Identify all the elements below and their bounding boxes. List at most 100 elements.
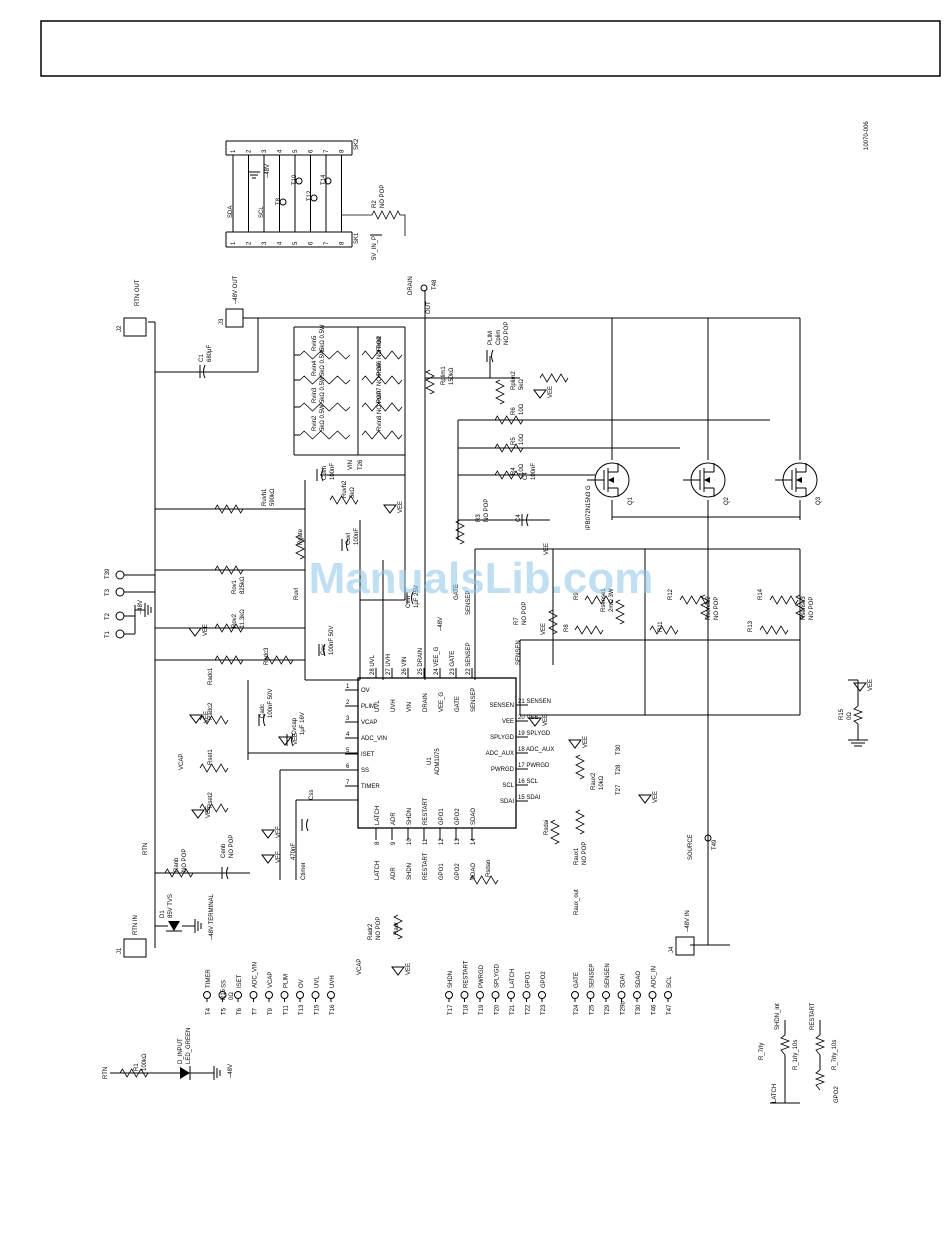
rvin-resistor xyxy=(299,375,351,385)
rvin-label: Rvin6 NO POP xyxy=(377,336,383,376)
cadc_val-value: 100nF 50V xyxy=(268,689,274,718)
tp-t10: T10 xyxy=(292,174,298,185)
raux2_val-value: 10kΩ xyxy=(599,775,605,790)
q2-label: Q2 xyxy=(724,496,730,505)
r4-resistor xyxy=(494,470,524,480)
sk2-pin-number: 2 xyxy=(247,149,253,153)
tp-t12: T12 xyxy=(307,190,313,201)
vee-label: VEE xyxy=(868,679,874,691)
radr2-label: Radr2 xyxy=(368,923,374,940)
nopop-label: NO POP xyxy=(376,917,382,940)
raux1-label: Raux1 xyxy=(574,847,580,865)
r7-label: R7 xyxy=(514,617,520,625)
group1-tp-id: T11 xyxy=(284,1004,290,1015)
rsense1-resistor xyxy=(615,599,625,625)
r11-label: R11 xyxy=(658,621,664,632)
rtn-net: RTN xyxy=(143,843,149,855)
svg-text:–48V: –48V xyxy=(138,600,144,614)
ranb-resistor xyxy=(164,868,194,878)
svg-text:GPO2: GPO2 xyxy=(834,1086,840,1103)
r15-resistor: R15 0Ω xyxy=(839,679,868,747)
group3-tp-id: T46 xyxy=(652,1004,658,1015)
cov_val-value: 100nF 50V xyxy=(329,626,335,655)
group2-tp-net: SPLYGD xyxy=(495,963,501,988)
ic-pin-left-inner: PLIM xyxy=(361,704,375,710)
j1-label: J1 xyxy=(117,947,123,954)
vee-symbol xyxy=(528,717,542,727)
ic-pin-left-inner: ISET xyxy=(361,752,375,758)
group2-tp-net: GPO1 xyxy=(526,971,532,988)
c4-plate xyxy=(526,513,529,527)
r3-label: R3 xyxy=(476,514,482,522)
sk2-pin-number: 6 xyxy=(309,149,315,153)
group2-tp-id: T23 xyxy=(541,1004,547,1015)
r2-note: NO POP xyxy=(380,185,386,208)
rplim1v-resistor xyxy=(425,369,435,395)
ic-pin-bottom-net: RESTART xyxy=(423,852,429,880)
scl-net: SCL xyxy=(259,206,265,218)
sk2-pin-number: 4 xyxy=(278,149,284,153)
rvin-resistor xyxy=(299,430,351,440)
rov1-label: Rov1 xyxy=(232,579,238,594)
cvcap_val-value: 1μF 16V xyxy=(300,712,306,735)
rplim1-label: Rplim1 xyxy=(441,366,447,385)
vee-label: VEE xyxy=(653,791,659,803)
group3-testpoint xyxy=(648,991,657,999)
rtn-in-label: RTN IN xyxy=(133,915,139,935)
vee-label: VEE xyxy=(276,851,282,863)
nopop-label: NO POP xyxy=(522,602,528,625)
rvin-value: 5kΩ 0.5W xyxy=(320,349,326,376)
group3-tp-net: SENSEP xyxy=(590,964,596,988)
sk2-pin-number: 3 xyxy=(262,149,268,153)
ruvh1-label: Ruvh1 xyxy=(262,488,268,506)
ic-pin-bottom-num: 9 xyxy=(391,841,397,845)
rvin-resistor xyxy=(299,402,351,412)
cenb-label: Cenb xyxy=(221,843,227,858)
radc2-resistor xyxy=(199,715,229,725)
vee-label: VEE xyxy=(548,386,554,398)
c1-capacitor: C1 680μF xyxy=(199,345,213,379)
group2-tp-id: T21 xyxy=(510,1004,516,1015)
vee-label: VEE xyxy=(544,543,550,555)
rvin-label: Rvin2 xyxy=(312,415,318,431)
rsdai-label: Rsdai xyxy=(544,820,550,835)
ic-pin-bottom-num: 10 xyxy=(407,838,413,845)
j2-label: J2 xyxy=(117,325,123,332)
group2-tp-id: T17 xyxy=(448,1004,454,1015)
group3-tp-net: SCL xyxy=(667,976,673,988)
group1-tp-net: ADC_VIN xyxy=(253,962,259,988)
raux_out-label: Raux_out xyxy=(574,889,580,915)
rvin-value: 5kΩ 0.5W xyxy=(320,404,326,431)
ic-pin-right-inner: ADC_AUX xyxy=(486,751,514,757)
r12-label: R12 xyxy=(668,588,674,600)
r2-label: R2 xyxy=(372,200,378,208)
ic-pin-left: 6 xyxy=(346,764,350,770)
vin-label: VIN xyxy=(348,460,354,470)
ic-pin-bottom-net: ADR xyxy=(391,867,397,880)
ic-pin-top-inner: VIN xyxy=(407,702,413,712)
group1-tp-id: T9 xyxy=(268,1007,274,1015)
ic-pin-top: 28 UVL xyxy=(370,654,376,675)
watermark: ManualsLib.com xyxy=(309,554,654,603)
rvin-label: Rvin4 xyxy=(312,360,318,376)
group2-tp-net: RESTART xyxy=(464,960,470,988)
nopop-label: NO POP xyxy=(714,597,720,620)
cplim-plate xyxy=(491,349,494,363)
vee-symbol xyxy=(383,504,397,514)
ic-pin-bottom-inner: GPO2 xyxy=(455,808,461,825)
ic-pin-top: 24 VEE_G xyxy=(434,646,440,675)
header-frame xyxy=(40,20,941,77)
tp-t8: T8 xyxy=(276,197,282,205)
ic-pin-right: 20 VEE xyxy=(518,715,538,721)
vee-symbol xyxy=(568,739,582,749)
svg-text:T2: T2 xyxy=(105,612,111,620)
r11-resistor xyxy=(649,625,679,635)
c4_val-value: 100nF xyxy=(531,463,537,480)
group1-testpoint xyxy=(311,991,320,999)
group1-testpoint xyxy=(280,991,289,999)
ic-pin-left: 4 xyxy=(346,732,350,738)
group3-tp-id: T24 xyxy=(574,1004,580,1015)
vee-symbol xyxy=(189,714,203,724)
